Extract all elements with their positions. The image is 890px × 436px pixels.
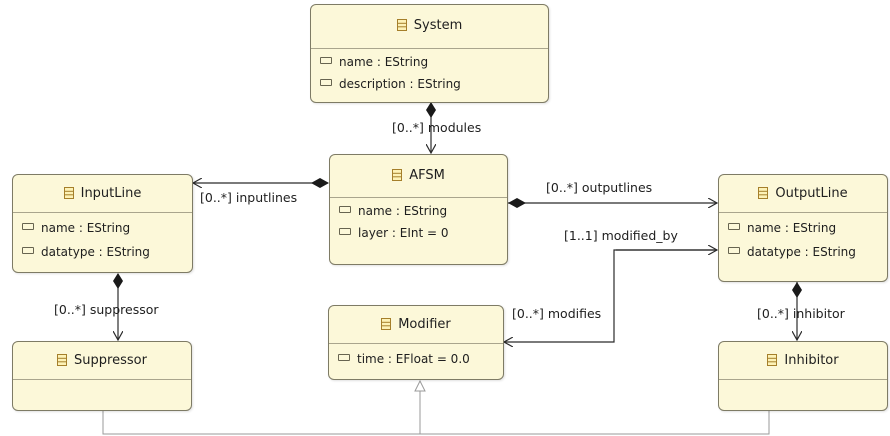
class-inhibitor-header: Inhibitor [719,353,887,368]
class-modifier-attr-time: time : EFloat = 0.0 [338,352,470,366]
attribute-label: layer : EInt = 0 [358,226,449,240]
association-inhibitor-label: [0..*] inhibitor [757,306,845,321]
attribute-icon [338,354,350,361]
attribute-icon [339,228,351,235]
attribute-label: name : EString [41,221,131,235]
association-outputlines-edge [508,198,717,208]
class-icon [758,187,769,199]
attribute-label: name : EString [747,221,837,235]
attribute-label: description : EString [339,77,461,91]
association-modifies-edge [504,250,717,342]
class-outputline-attr-name: name : EString [728,221,836,235]
attribute-label: datatype : EString [41,245,150,259]
association-modules-edge [426,102,436,153]
class-inhibitor-divider [719,379,887,380]
attribute-icon [320,57,332,64]
generalization-edge [102,379,770,435]
class-afsm-name: AFSM [409,168,445,183]
class-modifier-name: Modifier [398,317,451,332]
composition-diamond-icon [508,198,526,208]
class-outputline[interactable]: OutputLine name : EString datatype : ESt… [718,174,888,282]
class-modifier[interactable]: Modifier time : EFloat = 0.0 [328,305,504,380]
class-afsm[interactable]: AFSM name : EString layer : EInt = 0 [329,154,508,265]
class-outputline-name: OutputLine [775,186,848,201]
attribute-icon [339,206,351,213]
attribute-icon [320,79,332,86]
class-system-name: System [413,18,463,33]
class-icon [392,169,403,181]
class-system-header: System [311,18,548,33]
class-inhibitor[interactable]: Inhibitor [718,341,888,411]
class-inputline-attr-datatype: datatype : EString [22,245,150,259]
class-outputline-header: OutputLine [719,186,887,201]
attribute-label: name : EString [339,55,429,69]
association-modules-label: [0..*] modules [392,120,482,135]
class-modifier-header: Modifier [329,317,503,332]
class-inputline-header: InputLine [13,186,192,201]
class-afsm-attr-name: name : EString [339,204,447,218]
generalization-triangle-icon [414,379,426,392]
class-icon [767,354,778,366]
class-suppressor-divider [13,379,191,380]
class-suppressor-header: Suppressor [13,353,191,368]
association-suppressor-edge [113,273,123,340]
class-system-attr-description: description : EString [320,77,461,91]
association-outputlines-label: [0..*] outputlines [546,180,653,195]
class-icon [63,187,74,199]
class-inhibitor-name: Inhibitor [784,353,839,368]
class-modifier-divider [329,343,503,344]
association-inputlines-label: [0..*] inputlines [200,190,298,205]
class-icon [381,318,392,330]
class-afsm-header: AFSM [330,168,507,183]
attribute-icon [728,223,740,230]
class-suppressor-name: Suppressor [74,353,147,368]
class-system[interactable]: System name : EString description : EStr… [310,4,549,103]
class-inputline-divider [13,212,192,213]
association-inhibitor-edge [792,282,802,340]
class-inputline-name: InputLine [80,186,142,201]
association-modified-by-label: [1..1] modified_by [564,228,678,243]
composition-diamond-icon [113,273,123,289]
association-modifies-label: [0..*] modifies [512,306,602,321]
association-inputlines-edge [193,178,329,188]
attribute-label: name : EString [358,204,448,218]
composition-diamond-icon [311,178,329,188]
attribute-icon [22,223,34,230]
composition-diamond-icon [792,282,802,298]
class-system-attr-name: name : EString [320,55,428,69]
class-afsm-divider [330,197,507,198]
class-afsm-attr-layer: layer : EInt = 0 [339,226,449,240]
class-outputline-divider [719,212,887,213]
attribute-icon [22,247,34,254]
class-inputline-attr-name: name : EString [22,221,130,235]
composition-diamond-icon [426,102,436,118]
class-icon [57,354,68,366]
class-outputline-attr-datatype: datatype : EString [728,245,856,259]
class-suppressor[interactable]: Suppressor [12,341,192,411]
class-system-divider [311,48,548,49]
class-icon [396,19,407,31]
class-inputline[interactable]: InputLine name : EString datatype : EStr… [12,174,193,273]
association-suppressor-label: [0..*] suppressor [54,302,159,317]
attribute-label: datatype : EString [747,245,856,259]
attribute-icon [728,247,740,254]
attribute-label: time : EFloat = 0.0 [357,352,470,366]
